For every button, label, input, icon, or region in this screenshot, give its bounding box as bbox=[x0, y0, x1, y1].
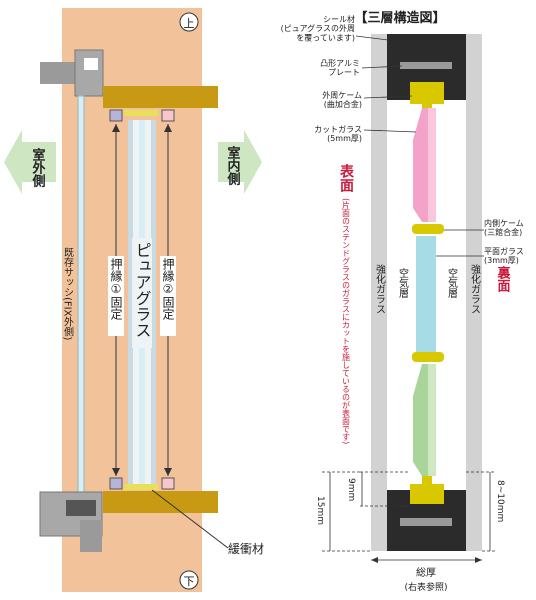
bottom-wood-rail bbox=[103, 491, 218, 513]
label-cut-glass: カットガラス(5mm厚) bbox=[314, 124, 417, 143]
seal-material-label: シール材(ピュアグラスの外周を覆っています) bbox=[281, 14, 355, 42]
tempered-glass-right bbox=[466, 34, 482, 551]
total-note-label: (右表参照) bbox=[404, 581, 447, 593]
label-line: (ピュアグラスの外周 bbox=[281, 23, 355, 33]
svg-text:カットガラス(5mm厚): カットガラス(5mm厚) bbox=[314, 124, 362, 143]
svg-text:内側ケーム(三館合金): 内側ケーム(三館合金) bbox=[484, 218, 524, 237]
label-line: を覆っています) bbox=[296, 33, 355, 42]
label-line: 凸形アルミ bbox=[320, 59, 360, 68]
top-press-edge-1 bbox=[109, 109, 123, 122]
label-line: (三館合金) bbox=[484, 227, 522, 237]
top-buffer bbox=[124, 110, 158, 116]
press-edge-1-arrow: 押縁①固定 bbox=[108, 124, 124, 476]
dim-15mm-label: 15mm bbox=[315, 496, 325, 525]
blue-flat-glass bbox=[416, 236, 436, 352]
air-layer-left-label: 空気層 bbox=[397, 267, 409, 298]
label-frame-plate: 凸形アルミプレート bbox=[320, 59, 403, 77]
three-layer-title: 【三層構造図】 bbox=[354, 10, 445, 26]
surface-label: 表面 bbox=[338, 163, 355, 193]
outdoor-arrow: 室外側 bbox=[4, 130, 56, 194]
indoor-label: 室内側 bbox=[225, 145, 242, 186]
bottom-sash bbox=[39, 491, 103, 552]
svg-text:凸形アルミプレート: 凸形アルミプレート bbox=[320, 59, 360, 77]
label-seal: シール材(ピュアグラスの外周を覆っています) bbox=[281, 14, 389, 42]
indoor-arrow: 室内側 bbox=[218, 130, 262, 194]
bottom-press-edge-1 bbox=[109, 477, 123, 490]
dim-15mm: 15mm bbox=[315, 471, 371, 552]
air-layer-right-label: 空気層 bbox=[446, 267, 458, 298]
dim-9mm: 9mm bbox=[346, 471, 410, 507]
total-thickness-label: 総厚 bbox=[416, 566, 436, 579]
tempered-glass-left bbox=[371, 34, 387, 551]
back-surface-label: 裏面 bbox=[495, 265, 512, 293]
bottom-buffer bbox=[124, 484, 158, 490]
top-alu-plate bbox=[400, 62, 452, 69]
bottom-marker-label: 下 bbox=[184, 575, 195, 588]
top-sash bbox=[40, 49, 104, 97]
dim-9mm-label: 9mm bbox=[346, 478, 356, 501]
label-outer-frame: 外周ケーム(曲加合金) bbox=[322, 90, 413, 109]
tempered-glass-left-label: 強化ガラス bbox=[374, 263, 386, 314]
top-marker: 上 bbox=[179, 12, 199, 32]
existing-sash-label: 既存サッシ(FIX外側) bbox=[62, 247, 74, 341]
inner-kame-2 bbox=[412, 352, 444, 362]
bottom-press-edge-2 bbox=[161, 477, 175, 490]
label-line: プレート bbox=[328, 68, 360, 77]
dim-8-10mm: 8~10mm bbox=[466, 471, 505, 552]
label-line: 平面ガラス bbox=[484, 246, 524, 256]
press-edge-2-label: 押縁②固定 bbox=[161, 258, 175, 321]
label-line: カットガラス bbox=[314, 124, 362, 134]
buffer-material-label: 緩衝材 bbox=[228, 542, 264, 556]
label-line: 外周ケーム bbox=[322, 90, 362, 100]
svg-text:平面ガラス(3mm厚): 平面ガラス(3mm厚) bbox=[484, 246, 524, 265]
existing-sash-glass bbox=[77, 95, 85, 497]
pure-glass-label: ピュアグラス bbox=[133, 242, 152, 338]
press-edge-2-arrow: 押縁②固定 bbox=[160, 124, 176, 476]
label-line: 内側ケーム bbox=[484, 218, 524, 228]
label-inner-frame: 内側ケーム(三館合金) bbox=[444, 218, 524, 237]
label-line: (3mm厚) bbox=[484, 256, 519, 265]
tempered-glass-right-label: 強化ガラス bbox=[469, 263, 481, 314]
dim-8-10mm-label: 8~10mm bbox=[495, 480, 505, 522]
total-thickness: 総厚 (右表参照) bbox=[371, 557, 482, 593]
svg-text:外周ケーム(曲加合金): 外周ケーム(曲加合金) bbox=[322, 90, 362, 109]
bottom-marker: 下 bbox=[179, 570, 199, 590]
surface-note: (片面のステンドグラスのガラスにカットを施しているのが表面です) bbox=[342, 198, 351, 444]
inner-kame-1 bbox=[412, 224, 444, 234]
label-line: (曲加合金) bbox=[324, 99, 362, 109]
bottom-alu-plate bbox=[400, 518, 452, 526]
label-line: シール材 bbox=[323, 14, 355, 24]
top-marker-label: 上 bbox=[184, 17, 195, 30]
top-press-edge-2 bbox=[161, 109, 175, 122]
outdoor-label: 室外側 bbox=[30, 147, 47, 188]
top-outer-kame bbox=[410, 82, 444, 104]
top-wood-rail bbox=[103, 86, 218, 108]
label-line: (5mm厚) bbox=[327, 134, 362, 143]
press-edge-1-label: 押縁①固定 bbox=[109, 258, 123, 321]
label-flat-glass: 平面ガラス(3mm厚) bbox=[436, 246, 524, 265]
buffer-leader bbox=[151, 489, 229, 549]
